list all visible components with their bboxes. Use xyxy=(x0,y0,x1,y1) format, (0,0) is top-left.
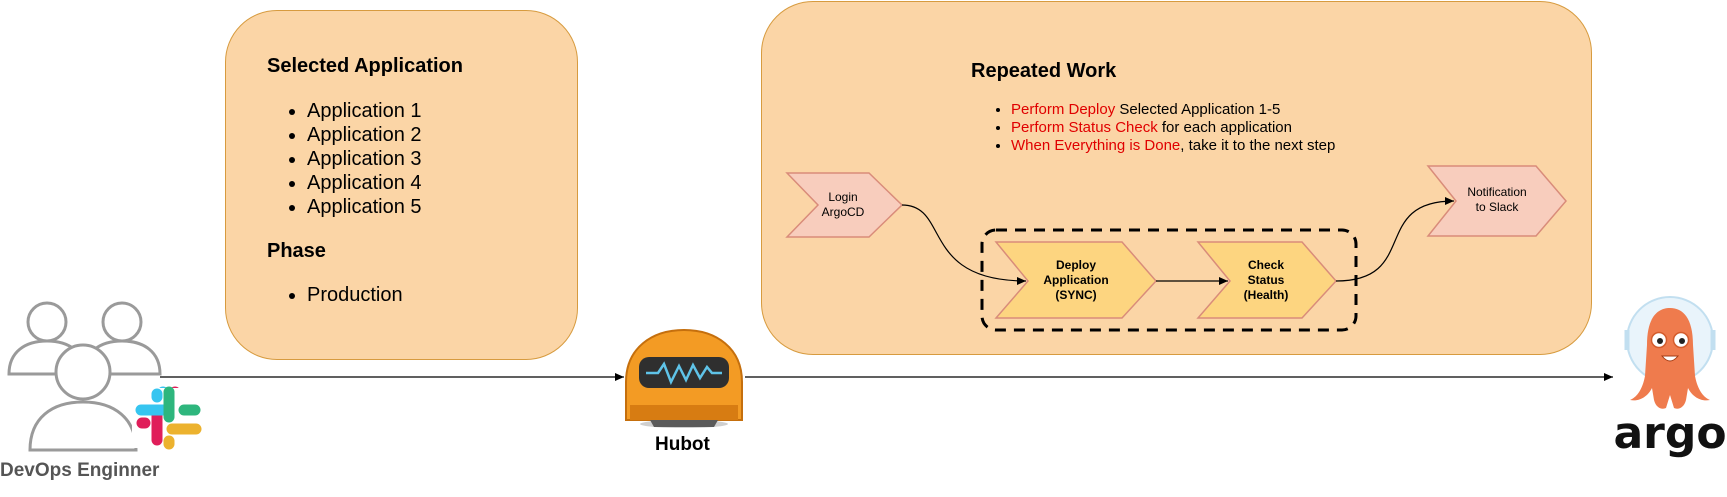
work-bullet: Perform Status Check for each applicatio… xyxy=(1011,119,1335,137)
step-login-shape xyxy=(785,172,904,238)
slack-icon-overlay xyxy=(132,386,204,450)
work-bullet-highlight: When Everything is Done xyxy=(1011,137,1181,154)
users-icon xyxy=(7,301,162,452)
argo-mascot-icon xyxy=(1624,296,1716,409)
connector-check-to-notify xyxy=(1335,197,1455,282)
application-item: Application 5 xyxy=(307,195,422,219)
step-check-label: Check Status (Health) xyxy=(1243,258,1289,302)
repeat-group-dashed-box xyxy=(980,228,1358,332)
repeated-work-title: Repeated Work xyxy=(971,60,1117,82)
phase-item: Production xyxy=(307,283,403,307)
phase-title: Phase xyxy=(267,240,326,262)
step-deploy-label: Deploy Application (SYNC) xyxy=(1043,258,1109,302)
step-deploy-shape xyxy=(994,241,1158,319)
work-bullet-text: for each application xyxy=(1157,119,1292,136)
work-bullet-text: Selected Application 1-5 xyxy=(1115,101,1281,118)
work-bullet: Perform Deploy Selected Application 1-5 xyxy=(1011,101,1335,119)
selected-application-title: Selected Application xyxy=(267,55,463,77)
step-notify-label: Notification to Slack xyxy=(1467,185,1527,214)
step-check-shape xyxy=(1196,241,1338,319)
application-list: Application 1 Application 2 Application … xyxy=(267,99,422,219)
application-item: Application 2 xyxy=(307,123,422,147)
argo-logo-text: argo xyxy=(1613,408,1726,459)
work-bullet-highlight: Perform Deploy xyxy=(1011,101,1116,118)
application-item: Application 1 xyxy=(307,99,422,123)
work-bullet-text: , take it to the next step xyxy=(1180,137,1336,154)
hubot-label: Hubot xyxy=(655,434,710,455)
selected-application-panel xyxy=(225,10,578,360)
step-login-label: Login ArgoCD xyxy=(821,190,865,219)
application-item: Application 4 xyxy=(307,171,422,195)
actor-label: DevOps Enginner xyxy=(0,460,160,481)
work-bullet: When Everything is Done, take it to the … xyxy=(1011,137,1335,155)
work-bullet-highlight: Perform Status Check xyxy=(1011,119,1158,136)
phase-list: Production xyxy=(267,283,403,307)
application-item: Application 3 xyxy=(307,147,422,171)
connector-login-to-deploy xyxy=(901,204,1027,285)
hubot-icon xyxy=(625,328,743,428)
step-notify-shape xyxy=(1426,165,1567,237)
repeated-work-bullets: Perform Deploy Selected Application 1-5 … xyxy=(971,101,1335,155)
